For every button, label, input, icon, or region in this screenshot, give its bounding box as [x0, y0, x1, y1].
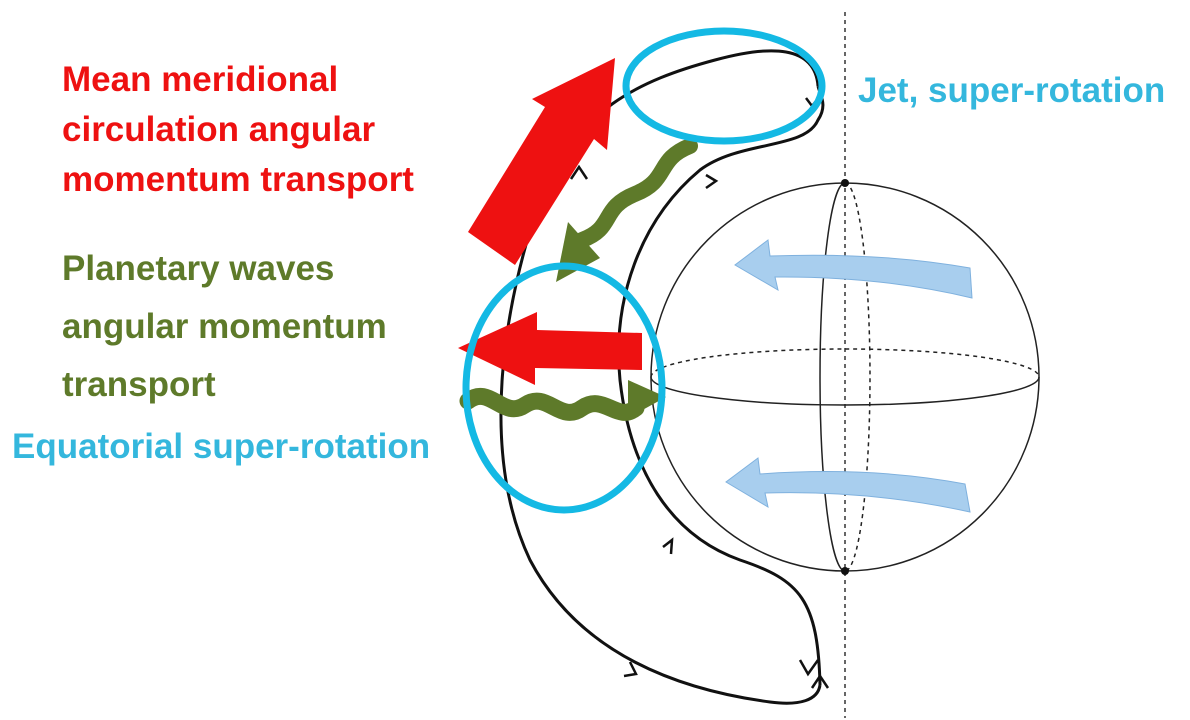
planetary-waves-line-2: angular momentum	[62, 307, 387, 346]
south-pole-dot	[841, 567, 849, 575]
planetary-waves-label: Planetary waves angular momentum transpo…	[62, 240, 387, 414]
mean-meridional-arrow-upward	[468, 58, 615, 265]
mean-meridional-line-2: circulation angular	[62, 110, 376, 149]
planetary-waves-line-1: Planetary waves	[62, 249, 335, 288]
mean-meridional-label: Mean meridional circulation angular mome…	[62, 55, 414, 205]
rotation-arrow-lower	[725, 457, 971, 513]
north-pole-dot	[841, 179, 849, 187]
mean-meridional-line-3: momentum transport	[62, 160, 414, 199]
planetary-waves-line-3: transport	[62, 365, 216, 404]
flow-direction-arrows	[569, 95, 830, 689]
jet-super-rotation-label: Jet, super-rotation	[858, 71, 1166, 110]
rotation-arrow-upper	[734, 239, 973, 299]
jet-region-ellipse	[622, 27, 826, 145]
equatorial-region-ellipse	[462, 262, 666, 514]
planetary-wave-arrow-rightward	[459, 380, 666, 421]
mean-meridional-line-1: Mean meridional	[62, 60, 339, 99]
planet-sphere	[650, 182, 1040, 572]
mean-meridional-arrow-leftward	[458, 312, 642, 385]
equatorial-super-rotation-label: Equatorial super-rotation	[12, 427, 431, 466]
